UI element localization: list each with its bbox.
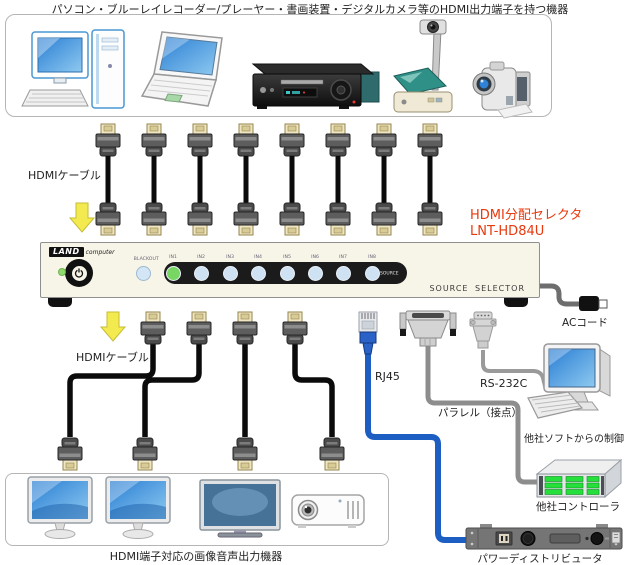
input-label: IN4 [254,254,262,260]
camcorder-illustration [472,61,533,119]
input-label: IN5 [283,254,291,260]
tv-illustration [199,479,281,538]
label-ac-cord: ACコード [562,317,608,329]
db9-connector [469,311,497,349]
monitor-illustration [105,476,171,540]
blackout-button [136,266,151,281]
brand-logo-text: LAND [49,247,84,257]
monitor-illustration [27,476,93,540]
input-label: IN3 [226,254,234,260]
panel-foot [504,296,528,307]
rs232c-cable [469,311,548,391]
input-button-in8 [364,265,380,281]
label-controller: 他社コントローラ [536,501,620,513]
panel-foot [48,296,72,307]
arrow-down-icon [69,202,95,233]
input-button-in4 [250,265,266,281]
control-pc-illustration [527,343,611,419]
input-label: IN8 [368,254,376,260]
input-button-in1 [165,265,181,281]
product-label: HDMI分配セレクタ LNT-HD84U [470,208,582,240]
input-button-bar: SOURCE [164,262,407,284]
input-button-in7 [335,265,351,281]
label-rs232c: RS-232C [480,377,528,390]
hdmi-selector-panel: LAND computer BLACKOUT IN1 IN2 IN3 IN4 I… [40,242,540,298]
label-rj45: RJ45 [375,370,400,383]
input-button-in5 [279,265,295,281]
product-model: LNT-HD84U [470,224,545,239]
desktop-pc-illustration [21,29,125,109]
parallel-cable [399,310,539,485]
caption-output-devices: HDMI端子対応の画像音声出力機器 [109,550,283,563]
source-label: SOURCE [380,270,399,277]
brand-logo: LAND computer [49,247,115,257]
product-name: HDMI分配セレクタ [470,208,583,223]
db25-connector [399,310,457,347]
controller-rack-illustration [535,458,623,499]
hdmi-cables-bottom [57,311,345,471]
rj45-connector [358,311,378,355]
power-distributor-illustration [465,524,623,550]
label-pc-control: 他社ソフトからの制御 [524,434,624,445]
input-label: IN7 [339,254,347,260]
brand-logo-suffix: computer [85,248,115,256]
input-button-in6 [307,265,323,281]
hdmi-cables-top [95,123,443,236]
label-hdmi-cable-top: HDMIケーブル [28,169,101,182]
input-label: IN1 [169,254,177,260]
label-power-distributor: パワーディストリビュータ [477,553,603,565]
input-button-in2 [193,265,209,281]
power-icon [71,265,87,281]
input-button-in3 [222,265,238,281]
rj45-cable [358,311,470,543]
bluray-player-illustration [251,63,380,109]
label-hdmi-cable-bottom: HDMIケーブル [76,351,149,364]
input-label: IN6 [311,254,319,260]
document-camera-illustration [393,19,453,113]
input-label: IN2 [197,254,205,260]
power-button [65,259,93,287]
label-parallel: パラレル（接点） [438,407,522,419]
source-selector-label: SOURCE SELECTOR [429,284,525,293]
arrow-down-icon [100,311,126,342]
projector-illustration [291,494,365,528]
laptop-illustration [140,31,223,107]
blackout-label: BLACKOUT [133,256,159,262]
ac-cord [534,283,608,311]
power-led [58,268,66,276]
caption-source-devices: パソコン・ブルーレイレコーダー/プレーヤー・書画装置・デジタルカメラ等のHDMI… [51,3,569,16]
